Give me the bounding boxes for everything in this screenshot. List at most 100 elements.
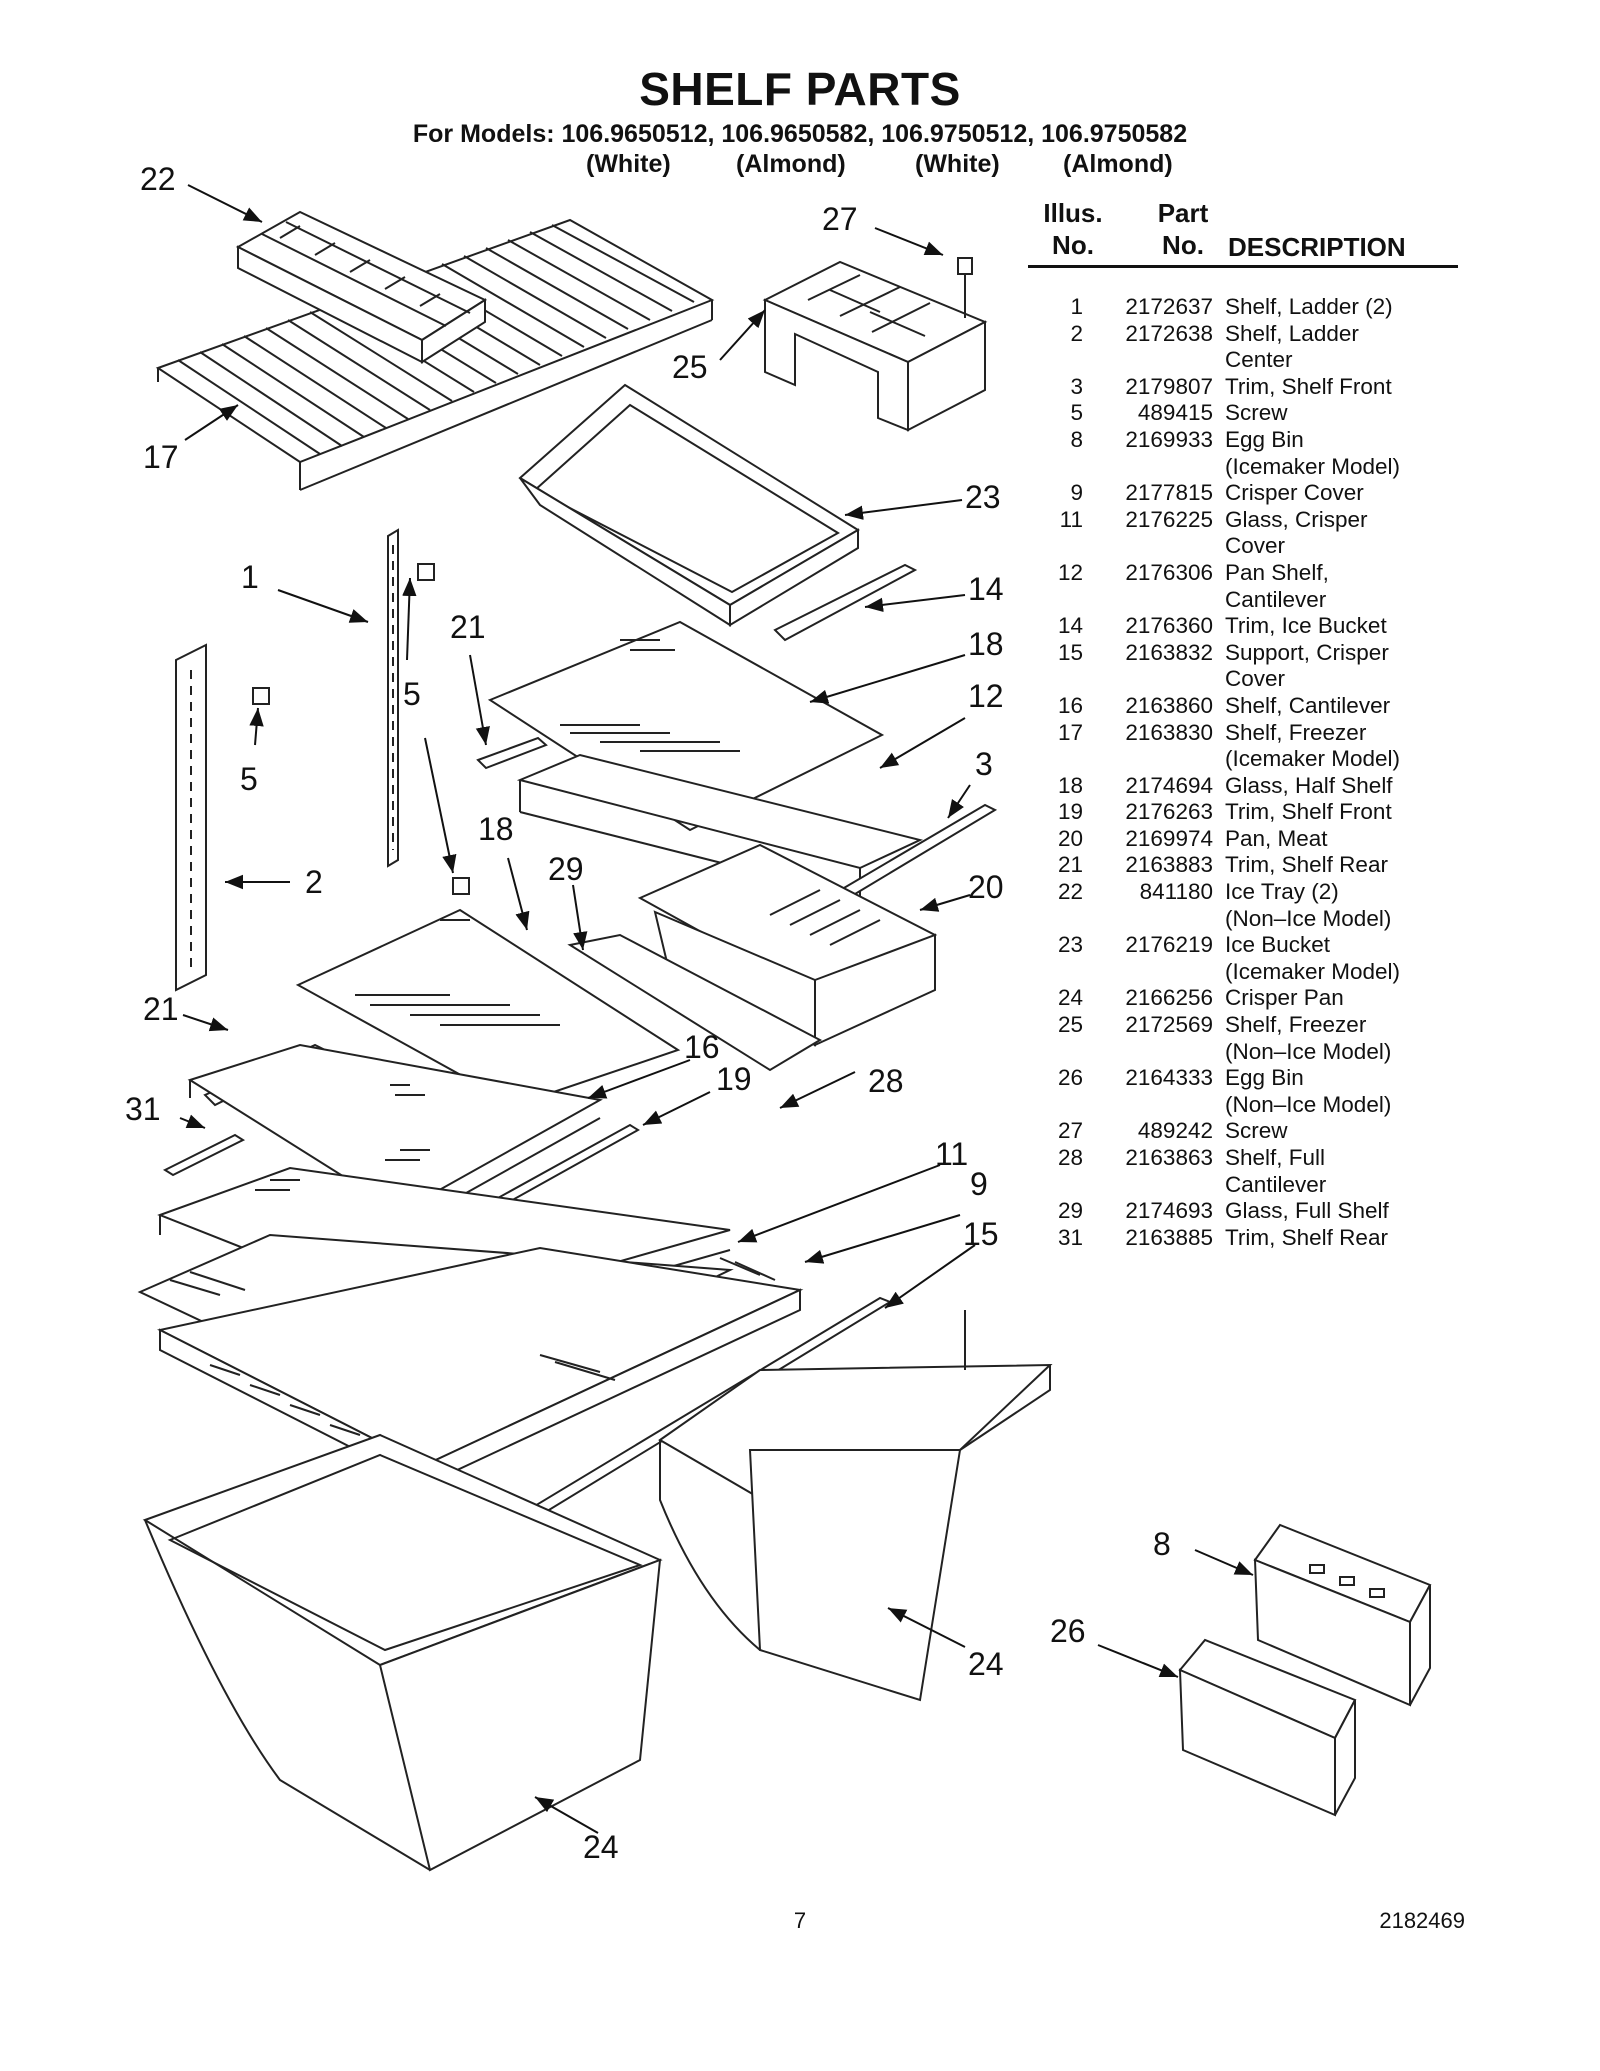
table-row: 26 2164333 Egg Bin (Non–Ice Model) — [1028, 1065, 1458, 1118]
parts-table-header: Illus. No. Part No. DESCRIPTION — [1028, 197, 1458, 268]
part-no: 2163863 — [1125, 1145, 1213, 1170]
callout-label: 15 — [963, 1216, 999, 1252]
callout-label: 5 — [240, 761, 258, 797]
description: Egg Bin (Non–Ice Model) — [1225, 1065, 1392, 1117]
ice-tray — [235, 210, 488, 364]
part-no: 2177815 — [1125, 480, 1213, 506]
page-number: 7 — [793, 1908, 807, 1933]
model-variants: (White) (Almond) (White) (Almond) — [0, 150, 1600, 182]
illus-no: 23 — [1057, 932, 1083, 958]
callout-label: 1 — [241, 559, 259, 595]
description: Pan Shelf, Cantilever — [1225, 559, 1329, 612]
description: Support, Crisper Cover — [1225, 639, 1389, 692]
description: Shelf, Cantilever — [1225, 692, 1391, 718]
part-no: 489242 — [1137, 1118, 1213, 1144]
part-no: 2172569 — [1125, 1012, 1213, 1038]
callout-label: 25 — [672, 349, 708, 385]
screw-5 — [417, 563, 435, 581]
callout-label: 23 — [965, 479, 1001, 515]
part-no: 2163830 — [1125, 719, 1213, 745]
illus-no: 19 — [1057, 799, 1083, 825]
part-no: 2174693 — [1125, 1198, 1213, 1224]
models-line: For Models: 106.9650512, 106.9650582, 10… — [412, 120, 1188, 148]
illus-no: 21 — [1057, 852, 1083, 878]
illus-no: 18 — [1057, 772, 1083, 798]
illus-no-header: Illus. No. — [1043, 198, 1103, 260]
callout-label: 29 — [548, 851, 584, 887]
leader-lines — [179, 184, 1254, 1834]
illus-no: 26 — [1057, 1065, 1083, 1091]
egg-bin-icemaker — [1253, 1523, 1432, 1707]
callout-label: 31 — [125, 1091, 161, 1127]
freezer-shelf-non-ice — [762, 260, 988, 432]
document-number: 2182469 — [1379, 1908, 1465, 1933]
table-row: 28 2163863 Shelf, Full Cantilever — [1028, 1145, 1458, 1198]
ladder-shelf-center — [175, 643, 207, 992]
part-no: 2166256 — [1125, 985, 1213, 1011]
illus-no: 5 — [1070, 400, 1083, 426]
illus-no: 2 — [1070, 320, 1083, 346]
screw-27 — [957, 257, 973, 318]
callout-label: 3 — [975, 746, 993, 782]
illus-no: 11 — [1059, 506, 1083, 532]
part-no: 2172637 — [1125, 294, 1213, 319]
illus-no: 8 — [1070, 426, 1083, 452]
part-no: 2169933 — [1125, 426, 1213, 452]
part-no: 2176225 — [1125, 506, 1213, 532]
part-no: 2163860 — [1125, 692, 1213, 718]
callout-label: 21 — [143, 991, 179, 1027]
screw-5 — [252, 687, 270, 705]
illus-no: 15 — [1057, 639, 1083, 665]
shelf-cantilever — [187, 1043, 603, 1231]
trim-shelf-rear — [476, 736, 548, 770]
description: Trim, Shelf Rear — [1225, 852, 1388, 878]
part-no: 489415 — [1137, 400, 1213, 426]
description: Glass, Full Shelf — [1225, 1198, 1389, 1224]
description: Trim, Shelf Front — [1225, 799, 1392, 825]
illus-no: 17 — [1057, 719, 1083, 745]
ladder-shelf — [387, 528, 399, 868]
description: Ice Tray (2) (Non–Ice Model) — [1225, 879, 1392, 931]
illus-no: 28 — [1057, 1145, 1083, 1170]
part-no: 2164333 — [1125, 1065, 1213, 1091]
part-no: 2172638 — [1125, 320, 1213, 346]
description: Trim, Shelf Front — [1225, 373, 1392, 399]
description: Crisper Cover — [1225, 480, 1364, 506]
description: Trim, Ice Bucket — [1225, 613, 1387, 639]
screw-5 — [452, 877, 470, 895]
description: Glass, Crisper Cover — [1225, 506, 1368, 559]
illus-no: 27 — [1057, 1118, 1083, 1144]
callout-label: 5 — [403, 676, 421, 712]
part-no: 2163885 — [1125, 1224, 1213, 1250]
description: Screw — [1225, 1118, 1288, 1144]
part-no: 2176219 — [1125, 932, 1213, 958]
illus-no: 20 — [1057, 825, 1083, 851]
part-no: 2179807 — [1125, 373, 1213, 399]
description: Shelf, Full Cantilever — [1225, 1145, 1327, 1197]
part-no-header: Part No. — [1157, 198, 1209, 260]
part-no: 2176360 — [1125, 613, 1213, 639]
illus-no: 3 — [1070, 373, 1083, 399]
trim-ice-bucket — [773, 563, 918, 642]
callout-label: 12 — [968, 678, 1004, 714]
variant-label: (White) — [915, 150, 1000, 178]
callout-label: 11 — [935, 1136, 968, 1172]
description-header: DESCRIPTION — [1228, 232, 1406, 262]
description: Shelf, Ladder (2) — [1225, 294, 1393, 319]
callout-label: 18 — [478, 811, 514, 847]
callout-label: 14 — [968, 571, 1004, 607]
table-row: 27 489242 Screw — [1028, 1118, 1458, 1145]
